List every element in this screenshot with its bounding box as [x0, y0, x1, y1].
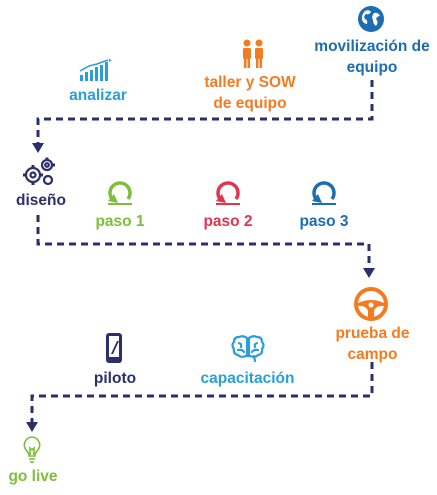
cycle-icon-paso2 [216, 181, 240, 205]
globe-icon [358, 6, 384, 32]
taller-line1: taller y SOW [204, 74, 296, 91]
arrowhead-3 [26, 422, 38, 432]
step-golive-label: go live [8, 468, 58, 485]
bar-chart-icon [79, 59, 112, 81]
step-movilizacion-label: movilización de equipo [312, 36, 432, 78]
step-capacitacion-label: capacitación [200, 370, 295, 387]
connector-row3 [30, 362, 374, 422]
step-analizar-label: analizar [69, 87, 127, 104]
connector-row1 [36, 80, 374, 143]
prueba-line1: prueba de [335, 325, 410, 342]
phone-icon [106, 333, 122, 363]
people-icon [243, 39, 263, 68]
cycle-icon-paso1 [108, 181, 132, 205]
step-taller-label: taller y SOW de equipo [180, 72, 320, 114]
taller-line2: de equipo [213, 95, 287, 112]
step-paso3-label: paso 3 [299, 213, 349, 230]
steering-wheel-icon [354, 287, 388, 321]
step-paso2-label: paso 2 [203, 213, 253, 230]
movilizacion-line1: movilización de [314, 38, 430, 55]
arrowhead-1 [32, 143, 44, 153]
lightbulb-icon [23, 436, 41, 463]
movilizacion-line2: equipo [346, 59, 398, 76]
cycle-icon-paso3 [312, 181, 336, 205]
step-piloto-label: piloto [93, 370, 137, 387]
step-prueba-label: prueba de campo [315, 323, 430, 365]
brain-icon [231, 335, 265, 362]
arrowhead-2 [363, 268, 375, 278]
gears-icon [23, 157, 55, 186]
connector-row2 [36, 215, 371, 268]
step-paso1-label: paso 1 [95, 213, 145, 230]
step-diseno-label: diseño [16, 192, 66, 209]
prueba-line2: campo [347, 346, 398, 363]
